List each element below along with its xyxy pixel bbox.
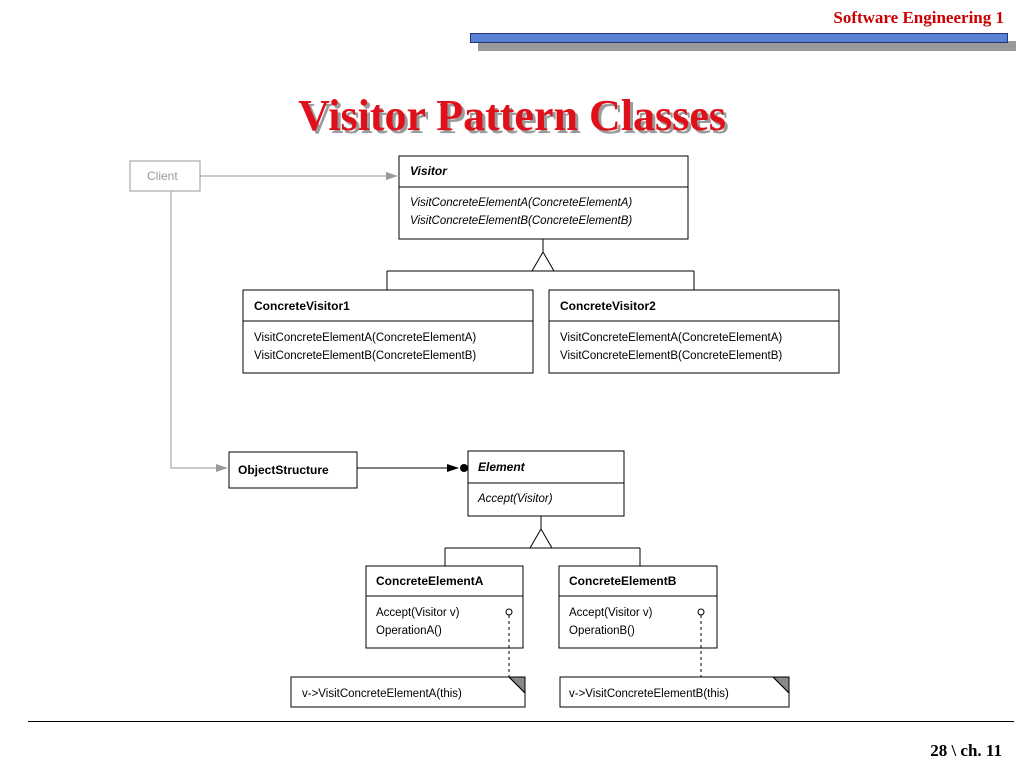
concrete-visitor-2-name: ConcreteVisitor2 <box>560 299 656 313</box>
note-a: v->VisitConcreteElementA(this) <box>290 676 526 708</box>
concrete-visitor-2-operation-b: VisitConcreteElementB(ConcreteElementB) <box>560 350 782 362</box>
concrete-visitor-1-name: ConcreteVisitor1 <box>254 299 350 313</box>
slide-title: Visitor Pattern Classes <box>298 91 726 140</box>
element-class: Element Accept(Visitor) <box>467 450 625 517</box>
concrete-element-b-class: ConcreteElementB Accept(Visitor v) Opera… <box>558 565 718 677</box>
note-b-text: v->VisitConcreteElementB(this) <box>569 688 729 700</box>
header-title: Software Engineering 1 <box>833 8 1004 27</box>
visitor-class-name: Visitor <box>410 164 448 178</box>
concrete-visitor-1-operation-a: VisitConcreteElementA(ConcreteElementA) <box>254 332 476 344</box>
object-structure-class: ObjectStructure <box>228 451 358 489</box>
note-b: v->VisitConcreteElementB(this) <box>559 676 790 708</box>
concrete-element-b-operation-b: OperationB() <box>569 625 635 637</box>
concrete-element-b-name: ConcreteElementB <box>569 574 677 588</box>
visitor-inheritance <box>386 239 695 290</box>
concrete-visitor-2-class: ConcreteVisitor2 VisitConcreteElementA(C… <box>548 289 840 374</box>
footer-page-number: 28 \ ch. 11 <box>930 741 1002 760</box>
visitor-class: Visitor VisitConcreteElementA(ConcreteEl… <box>398 155 689 240</box>
client-objectstructure-association <box>170 191 228 472</box>
element-operation-accept: Accept(Visitor) <box>477 493 553 505</box>
concrete-element-b-operation-accept: Accept(Visitor v) <box>569 607 653 619</box>
concrete-visitor-1-class: ConcreteVisitor1 VisitConcreteElementA(C… <box>242 289 534 374</box>
header-bar-shadow <box>478 41 1016 51</box>
objectstructure-element-aggregation <box>357 464 468 472</box>
element-inheritance <box>444 516 641 566</box>
client-class-name: Client <box>147 169 178 183</box>
visitor-operation-b: VisitConcreteElementB(ConcreteElementB) <box>410 215 632 227</box>
concrete-element-a-name: ConcreteElementA <box>376 574 484 588</box>
concrete-visitor-1-operation-b: VisitConcreteElementB(ConcreteElementB) <box>254 350 476 362</box>
footer-divider <box>28 721 1014 722</box>
concrete-element-a-operation-accept: Accept(Visitor v) <box>376 607 460 619</box>
element-class-name: Element <box>478 460 526 474</box>
client-visitor-association <box>200 172 398 180</box>
concrete-element-a-operation-a: OperationA() <box>376 625 442 637</box>
concrete-element-a-class: ConcreteElementA Accept(Visitor v) Opera… <box>365 565 524 677</box>
visitor-operation-a: VisitConcreteElementA(ConcreteElementA) <box>410 197 632 209</box>
note-a-text: v->VisitConcreteElementA(this) <box>302 688 462 700</box>
client-class: Client <box>129 160 201 192</box>
header-bar <box>470 33 1008 43</box>
object-structure-name: ObjectStructure <box>238 463 329 477</box>
concrete-visitor-2-operation-a: VisitConcreteElementA(ConcreteElementA) <box>560 332 782 344</box>
